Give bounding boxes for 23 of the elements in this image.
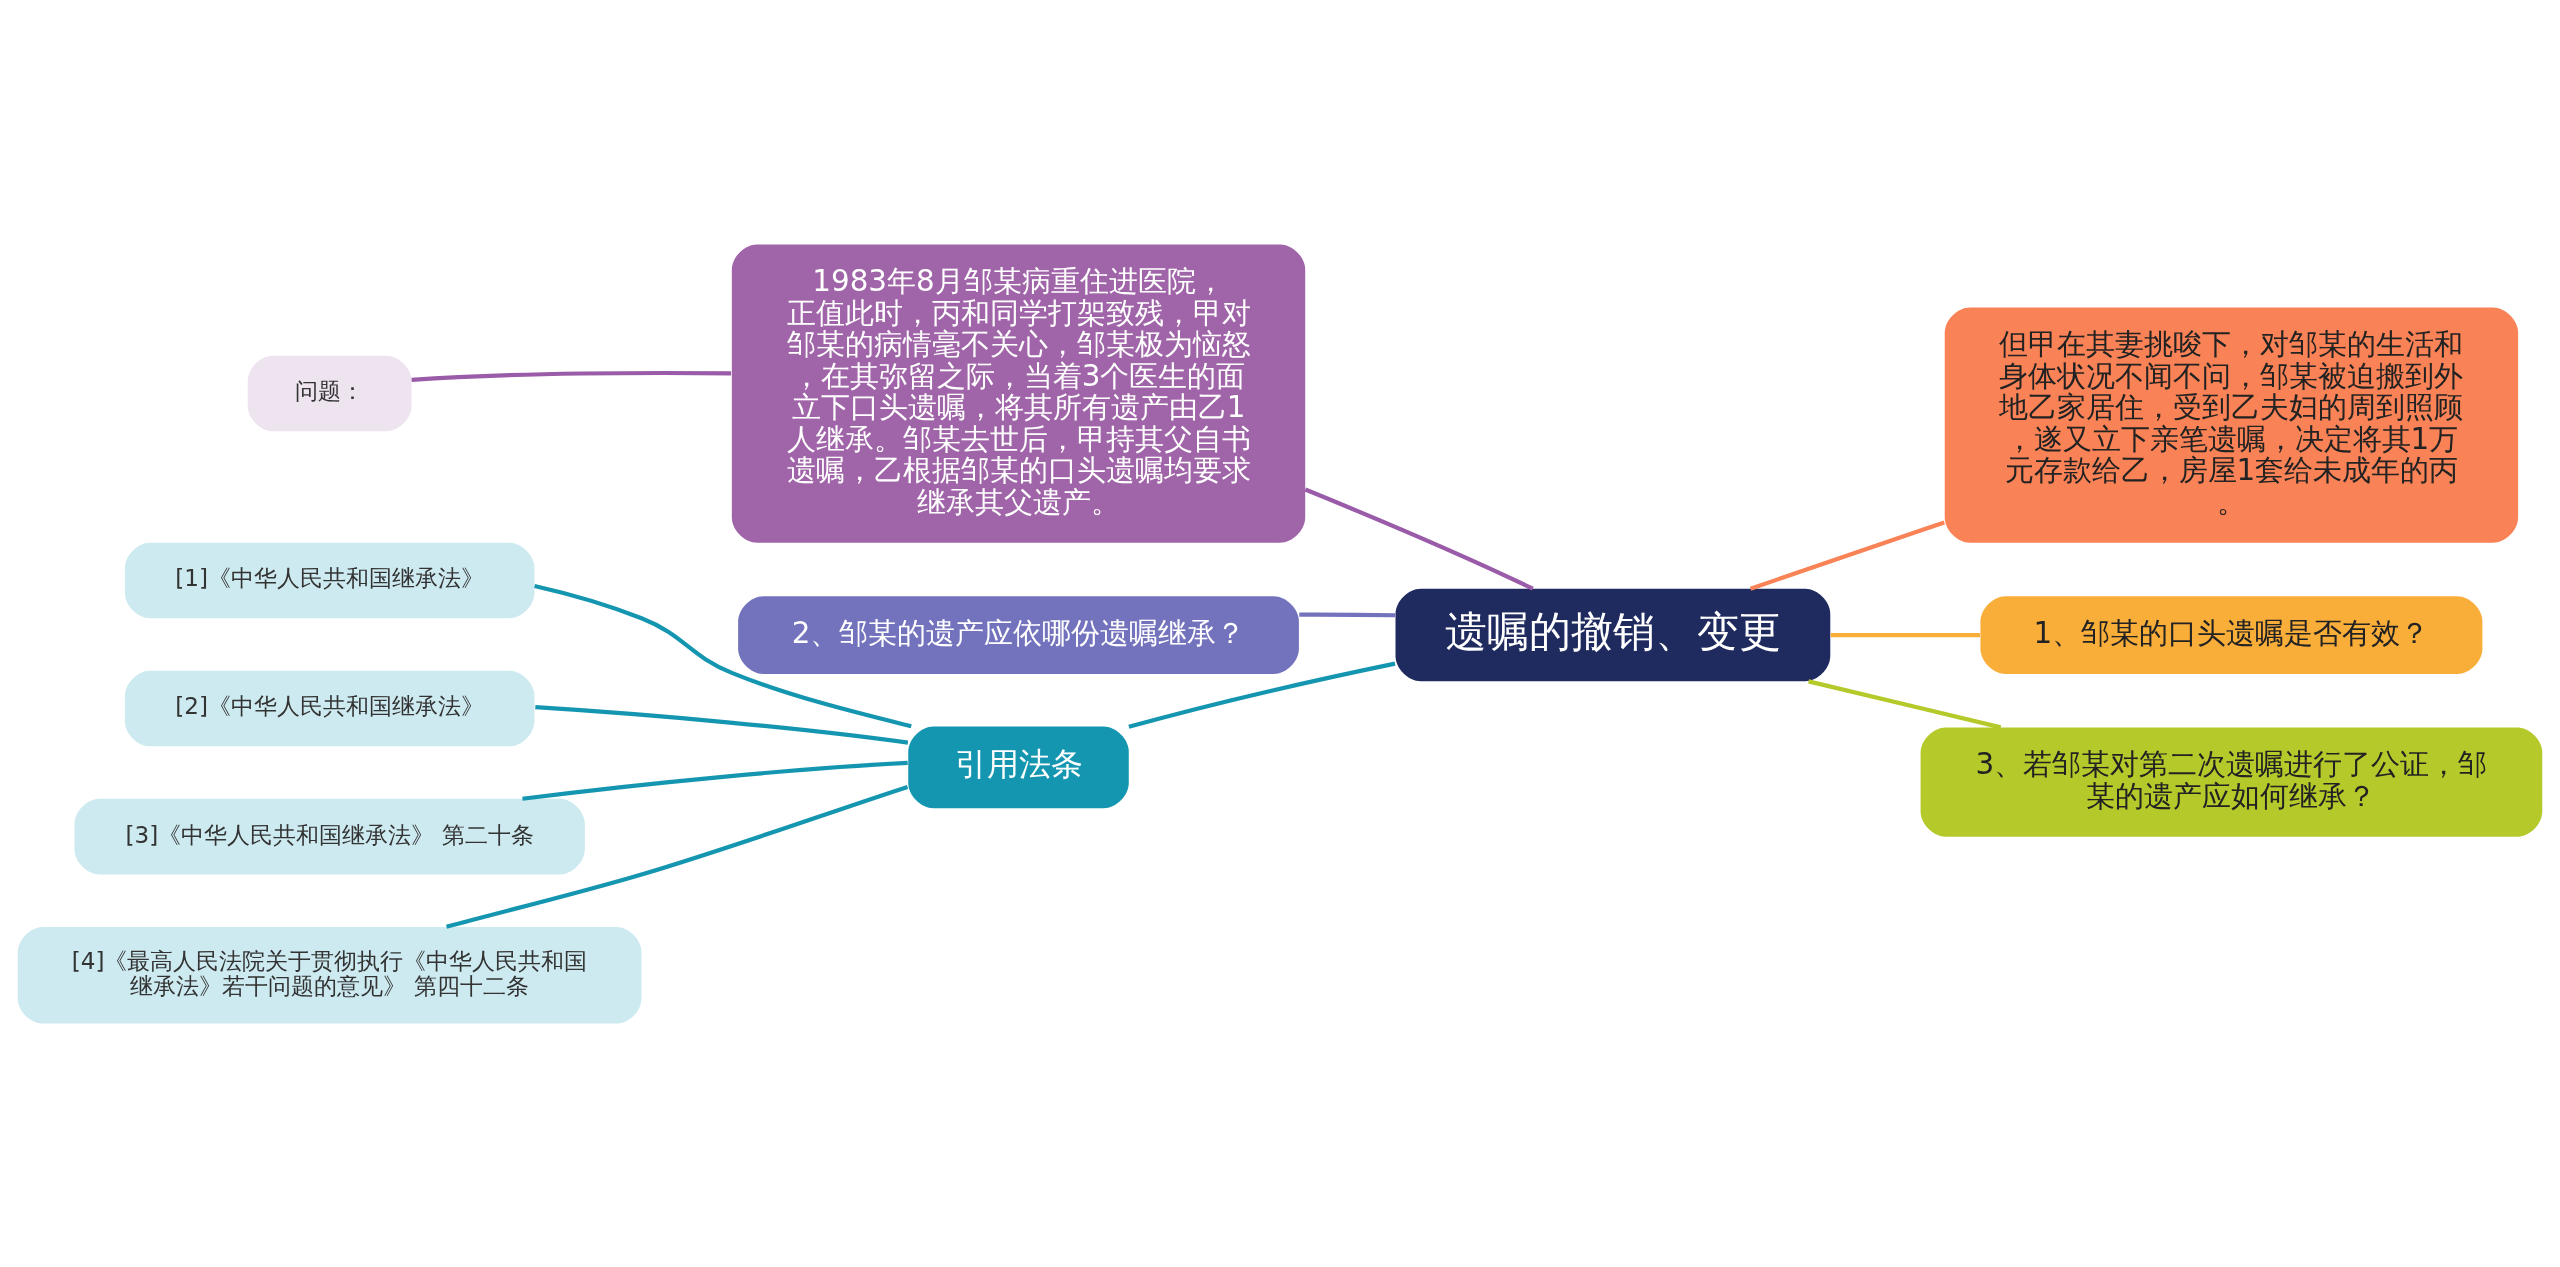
connector [1830,632,1980,637]
connector [1749,520,1945,591]
node-box: 遗嘱的撤销、变更 [1395,588,1831,681]
node-box: [1]《中华人民共和国继承法》 [124,542,535,618]
node-box: 3、若邹某对第二次遗嘱进行了公证，邹某的遗产应如何继承？ [1920,726,2543,837]
node-box: [2]《中华人民共和国继承法》 [124,670,535,746]
node-box: 2、邹某的遗产应依哪份遗嘱继承？ [738,595,1299,674]
connector [522,760,908,801]
connector [1304,487,1534,591]
node-box: 1983年8月邹某病重住进医院，正值此时，丙和同学打架致残，甲对邹某的病情毫不关心，邹某极为恼怒，在其弥留之际，当着3个医生的面立下口头遗嘱，将其所有遗产由乙1人继承。邹某去世后，甲持其父自书遗嘱，乙根据邹某的口头遗嘱均要求继承其父遗产。 [731,243,1306,543]
node-box: 引用法条 [908,725,1129,808]
connector [446,784,909,929]
node-box: [3]《中华人民共和国继承法》 第二十条 [74,798,585,874]
node-box: [4]《最高人民法院关于贯彻执行《中华人民共和国继承法》若干问题的意见》 第四十二条 [17,926,642,1024]
connector [535,704,909,745]
node-box: 1、邹某的口头遗嘱是否有效？ [1980,595,2483,674]
connector [534,583,912,728]
node-box: 但甲在其妻挑唆下，对邹某的生活和身体状况不闻不问，邹某被迫搬到外地乙家居住，受到乙夫妇的周到照顾，遂又立下亲笔遗嘱，决定将其1万元存款给乙，房屋1套给未成年的丙。 [1944,306,2519,543]
connector [1128,661,1396,729]
connector [1808,678,2002,729]
node-box: 问题： [247,355,412,431]
connector [1299,611,1396,617]
connector [411,370,732,382]
